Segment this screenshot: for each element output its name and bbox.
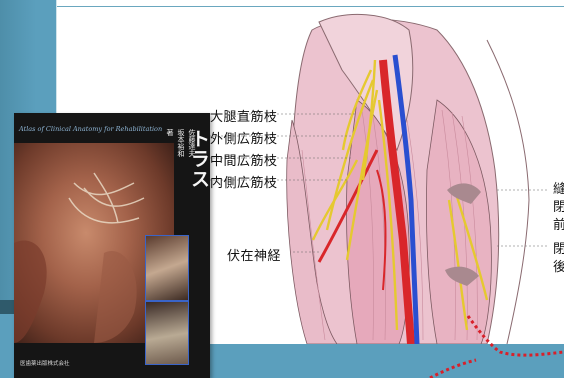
book-author-2: 坂本裕和 <box>175 129 186 249</box>
book-author-suffix: 著 <box>164 129 175 249</box>
book-subtitle: Atlas of Clinical Anatomy for Rehabilita… <box>19 125 162 133</box>
book-inset-photo-bottom <box>145 301 189 365</box>
book-title: リハビリテーション解剖アトラス <box>188 129 210 375</box>
book-publisher: 医歯薬出版株式会社 <box>20 359 70 367</box>
book-cover: Atlas of Clinical Anatomy for Rehabilita… <box>14 113 210 378</box>
